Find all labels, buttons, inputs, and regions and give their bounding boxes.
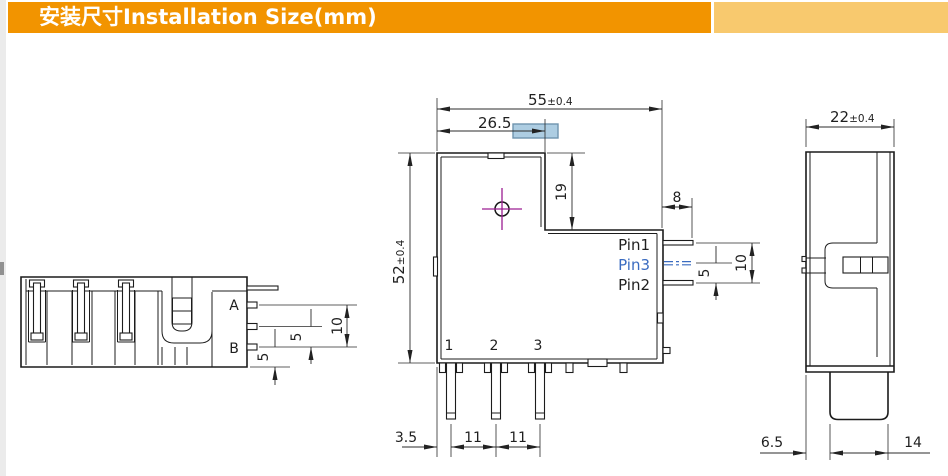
page-edge-strip bbox=[0, 0, 6, 476]
dim-pin-gap-label: 5 bbox=[697, 269, 713, 278]
bottom-terminal-3 bbox=[527, 362, 553, 420]
dim-pin-length-label: 8 bbox=[673, 190, 682, 206]
side-view-right: 22±0.4 6.5 14 bbox=[760, 108, 930, 460]
left-pin-b bbox=[246, 343, 258, 351]
left-extension-lines bbox=[250, 304, 357, 368]
right-extension-lines bbox=[805, 119, 895, 460]
pin3-lead-dashed bbox=[664, 261, 692, 266]
dim-pitch-b-label: 11 bbox=[509, 430, 527, 446]
right-contact-box-dividers bbox=[860, 257, 873, 273]
mounting-hole-crosshair bbox=[482, 188, 522, 230]
page-edge-mark bbox=[0, 262, 4, 275]
terminal-a-label: A bbox=[229, 298, 239, 314]
pin3-label: Pin3 bbox=[618, 256, 650, 274]
side-view-left: A B 10 5 5 bbox=[20, 276, 357, 385]
section-title: 安装尺寸Installation Size(mm) bbox=[39, 5, 377, 29]
left-body-inner-lines bbox=[25, 277, 247, 367]
pin2-label: Pin2 bbox=[618, 276, 650, 294]
bottom-tab-b bbox=[619, 362, 628, 374]
front-right-tab bbox=[656, 312, 664, 324]
dim-mid-gap-label: 5 bbox=[289, 333, 305, 342]
section-header-accent bbox=[714, 2, 948, 33]
right-left-tab-b bbox=[801, 267, 807, 274]
terminal-3-label: 3 bbox=[534, 338, 543, 354]
left-slot-pin-2 bbox=[72, 279, 90, 341]
terminal-1-label: 1 bbox=[445, 338, 454, 354]
dim-edge-gap-label: 5 bbox=[256, 353, 272, 362]
right-contact-box bbox=[842, 256, 889, 274]
left-long-pin bbox=[246, 285, 279, 291]
dim-depth-label: 22±0.4 bbox=[830, 108, 875, 126]
pin2-lead bbox=[662, 279, 694, 286]
pin1-lead bbox=[662, 239, 694, 246]
dim-foot-width-label: 14 bbox=[904, 435, 922, 451]
front-view: 1 2 3 Pin1 Pin3 Pin2 55±0.4 26.5 52±0.4 bbox=[390, 91, 760, 457]
bottom-tab-a bbox=[565, 362, 574, 374]
right-body-outline bbox=[805, 151, 895, 421]
left-pin-a bbox=[246, 301, 258, 309]
dim-width-label: 55±0.4 bbox=[528, 91, 573, 109]
dim-step-label: 19 bbox=[554, 183, 570, 201]
terminal-2-label: 2 bbox=[490, 338, 499, 354]
section-header-bar: 安装尺寸Installation Size(mm) bbox=[8, 2, 711, 33]
dim-pitch-a-label: 11 bbox=[464, 430, 482, 446]
terminal-b-label: B bbox=[229, 341, 239, 357]
front-left-tab bbox=[432, 256, 439, 277]
right-left-tab-a bbox=[801, 255, 807, 263]
dim-ab-span-label: 10 bbox=[330, 317, 346, 335]
right-body-inner-lines bbox=[806, 152, 891, 366]
left-slot-pin-1 bbox=[28, 279, 46, 341]
pin1-label: Pin1 bbox=[618, 236, 650, 254]
front-right-protrusion bbox=[662, 346, 671, 355]
dim-bottom-offset-label: 3.5 bbox=[395, 430, 417, 446]
left-center-box bbox=[172, 297, 192, 325]
dim-foot-offset-label: 6.5 bbox=[761, 435, 783, 451]
bottom-terminal-1 bbox=[438, 362, 464, 420]
dim-hole-offset-label: 26.5 bbox=[478, 114, 511, 132]
front-top-notch bbox=[487, 152, 505, 160]
dim-pin-span-label: 10 bbox=[734, 254, 750, 272]
dim-height-label: 52±0.4 bbox=[390, 239, 408, 284]
bottom-terminal-2 bbox=[483, 362, 509, 420]
left-pin-mid bbox=[246, 322, 258, 331]
left-slot-pin-3 bbox=[117, 279, 135, 341]
front-bottom-notch bbox=[587, 358, 608, 368]
front-body-outline bbox=[436, 152, 664, 364]
